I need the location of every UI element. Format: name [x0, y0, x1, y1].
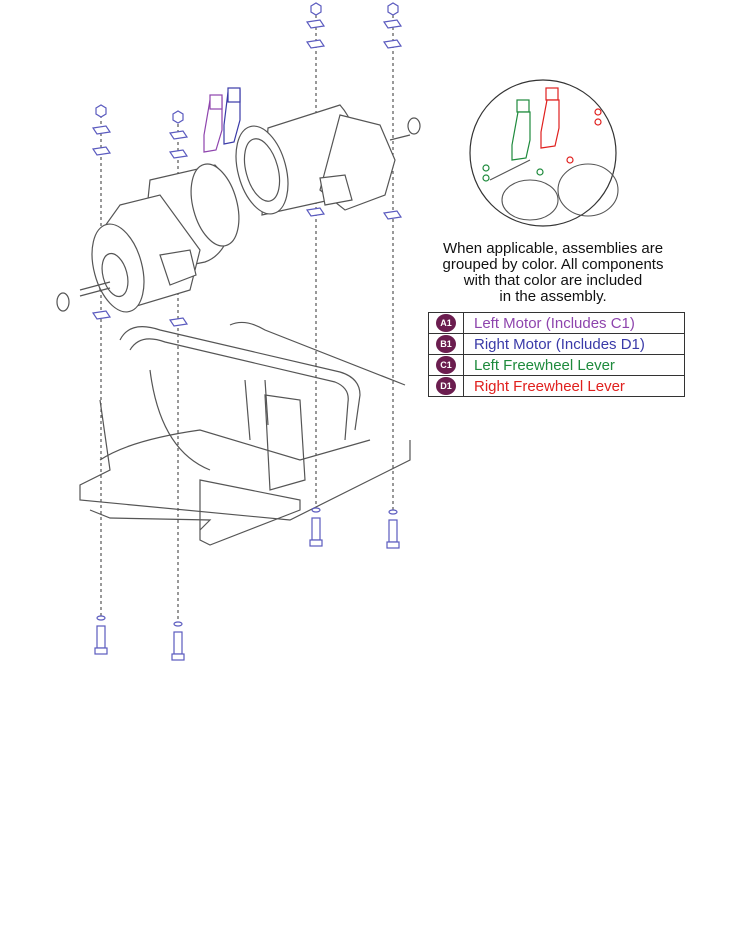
washer-left-1b	[91, 146, 112, 156]
legend-label-b1: Right Motor (Includes D1)	[463, 333, 685, 355]
bolt-left-1	[94, 615, 108, 655]
note-line-3: with that color are included	[463, 272, 643, 289]
legend-badge-d1: D1	[436, 377, 456, 396]
legend-row-c1: C1 Left Freewheel Lever	[428, 354, 685, 376]
legend-row-a1: A1 Left Motor (Includes C1)	[428, 312, 685, 334]
washer-right-1b	[305, 39, 326, 49]
washer-right-2b	[382, 39, 403, 49]
legend-label-d1: Right Freewheel Lever	[463, 375, 685, 397]
right-freewheel-lever-detail	[540, 87, 602, 164]
legend-row-d1: D1 Right Freewheel Lever	[428, 375, 685, 397]
wheelchair-base-frame	[79, 321, 411, 546]
washer-right-2a	[382, 19, 403, 29]
freewheel-levers	[203, 87, 241, 153]
bolt-right-2	[386, 509, 400, 549]
washer-left-2b	[168, 149, 189, 159]
assembly-guide-lines	[100, 15, 394, 625]
legend-badge-b1: B1	[436, 335, 456, 354]
washer-under-left-1	[91, 310, 112, 320]
washer-under-left-2	[168, 317, 189, 327]
left-motor	[56, 163, 240, 313]
washer-right-1a	[305, 19, 326, 29]
note-line-4: in the assembly.	[499, 288, 607, 305]
legend-badge-a1: A1	[436, 314, 456, 333]
top-hardware	[91, 2, 403, 327]
note-line-1: When applicable, assemblies are	[442, 240, 664, 257]
legend-badge-c1: C1	[436, 356, 456, 375]
nut-left-1	[95, 104, 107, 118]
right-motor	[235, 104, 421, 216]
washer-left-1a	[91, 125, 112, 135]
washer-under-right-1	[305, 207, 326, 217]
bolt-left-2	[171, 621, 185, 661]
nut-right-2	[387, 2, 399, 16]
freewheel-detail-inset	[469, 79, 619, 227]
color-grouping-note: When applicable, assemblies are grouped …	[425, 241, 681, 305]
legend-row-b1: B1 Right Motor (Includes D1)	[428, 333, 685, 355]
legend-label-c1: Left Freewheel Lever	[463, 354, 685, 376]
left-freewheel-lever-detail	[482, 99, 544, 182]
nut-left-2	[172, 110, 184, 124]
washer-left-2a	[168, 130, 189, 140]
assembly-legend-table: A1 Left Motor (Includes C1) B1 Right Mot…	[428, 312, 685, 397]
nut-right-1	[310, 2, 322, 16]
bolt-right-1	[309, 507, 323, 547]
washer-under-right-2	[382, 210, 403, 220]
note-line-2: grouped by color. All components	[442, 256, 664, 273]
legend-label-a1: Left Motor (Includes C1)	[463, 312, 685, 334]
bottom-bolts	[94, 507, 400, 661]
